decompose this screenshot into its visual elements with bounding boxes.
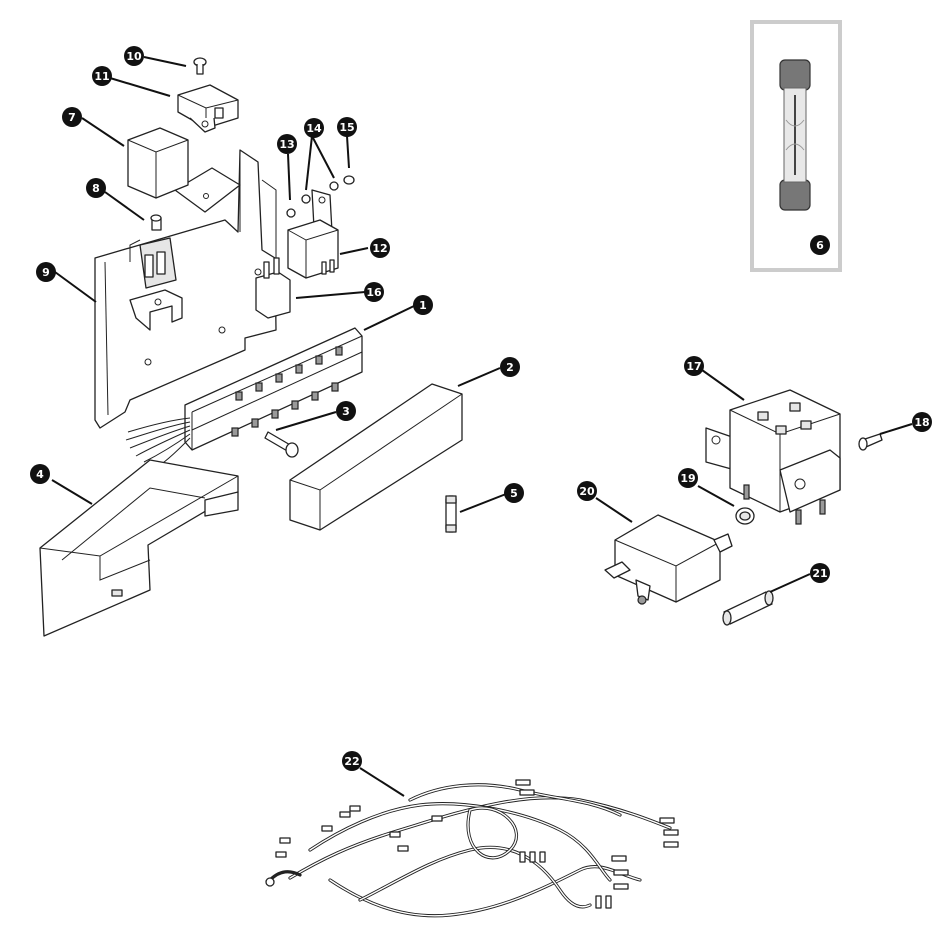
callout-7-label: 7 <box>68 111 76 124</box>
callout-21: 21 <box>810 563 830 583</box>
callout-20: 20 <box>577 481 597 501</box>
callout-7: 7 <box>62 107 82 127</box>
relay-with-bracket <box>287 189 339 279</box>
callout-1: 1 <box>413 295 433 315</box>
screw-module <box>858 433 883 451</box>
callout-14: 14 <box>304 118 324 138</box>
callout-4-label: 4 <box>36 468 44 481</box>
callout-3-label: 3 <box>342 405 350 418</box>
terminal-screws-row-upper <box>235 346 343 401</box>
mounting-bracket-small <box>177 84 239 133</box>
screw-small <box>193 57 207 75</box>
terminal-block <box>125 327 363 469</box>
callout-2: 2 <box>500 357 520 377</box>
callout-6-label: 6 <box>816 239 824 252</box>
callout-1-label: 1 <box>419 299 427 312</box>
callout-3: 3 <box>336 401 356 421</box>
callout-9: 9 <box>36 262 56 282</box>
callout-21-label: 21 <box>812 567 827 580</box>
callout-15: 15 <box>337 117 357 137</box>
fuse-box-housing <box>39 459 239 637</box>
fuse-cartridge <box>722 590 774 626</box>
fuse-detail-panel <box>750 20 842 272</box>
screw-terminal <box>264 431 299 458</box>
callout-2-label: 2 <box>506 361 514 374</box>
washer-set <box>286 175 355 218</box>
relay-socket <box>129 237 183 331</box>
wire-harness <box>265 779 679 918</box>
fuse-small <box>445 495 457 533</box>
bulb-socket <box>735 507 755 525</box>
relay-plate <box>174 167 241 213</box>
flasher-module <box>705 389 841 525</box>
callout-18: 18 <box>912 412 932 432</box>
terminal-wires <box>125 417 191 469</box>
terminal-cover <box>289 383 463 531</box>
terminal-screws-row-lower <box>231 382 339 437</box>
callout-16-label: 16 <box>366 286 382 299</box>
glass-fuse <box>779 59 811 211</box>
screw-bracket <box>150 214 162 231</box>
callout-13: 13 <box>277 134 297 154</box>
relay-cube <box>127 127 189 199</box>
callout-11: 11 <box>92 66 112 86</box>
callout-15-label: 15 <box>339 121 354 134</box>
callout-19: 19 <box>678 468 698 488</box>
leader-lines <box>51 56 913 797</box>
callout-20-label: 20 <box>579 485 595 498</box>
callout-5: 5 <box>504 483 524 503</box>
callout-8: 8 <box>86 178 106 198</box>
callout-22: 22 <box>342 751 362 771</box>
callout-17-label: 17 <box>686 360 701 373</box>
callout-22-label: 22 <box>344 755 359 768</box>
harness-connectors <box>275 779 679 909</box>
callout-12-label: 12 <box>372 242 387 255</box>
connector-plug <box>255 257 291 319</box>
callout-14-label: 14 <box>306 122 322 135</box>
circuit-breaker <box>604 514 733 605</box>
callout-16: 16 <box>364 282 384 302</box>
callout-19-label: 19 <box>680 472 695 485</box>
callout-13-label: 13 <box>279 138 294 151</box>
callout-17: 17 <box>684 356 704 376</box>
callout-10: 10 <box>124 46 144 66</box>
callout-18-label: 18 <box>914 416 929 429</box>
callout-8-label: 8 <box>92 182 100 195</box>
callout-12: 12 <box>370 238 390 258</box>
callout-6: 6 <box>810 235 830 255</box>
callout-9-label: 9 <box>42 266 50 279</box>
callout-10-label: 10 <box>126 50 142 63</box>
callout-4: 4 <box>30 464 50 484</box>
callout-5-label: 5 <box>510 487 518 500</box>
callout-11-label: 11 <box>94 70 109 83</box>
